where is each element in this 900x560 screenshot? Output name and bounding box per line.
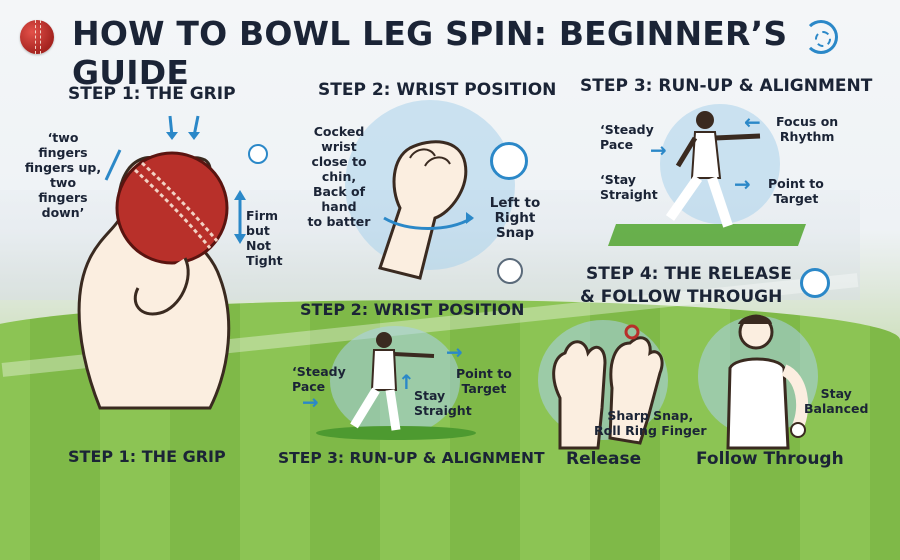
wrist-rotation-arrow (383, 212, 474, 230)
steady-arrow: → (650, 138, 667, 162)
cricket-ball-small-icon (497, 258, 523, 284)
spinning-ball-icon (490, 142, 528, 180)
step4-heading-line2: & FOLLOW THROUGH (580, 287, 783, 307)
grip-hand-illustration (77, 151, 231, 410)
point-arrow: → (734, 172, 751, 196)
step4-heading-line1: STEP 4: THE RELEASE (586, 264, 792, 284)
step3-bottom-label: STEP 3: RUN-UP & ALIGNMENT (278, 449, 545, 467)
release-hands-illustration (552, 324, 664, 450)
pitch-mid (316, 426, 476, 440)
page-title: HOW TO BOWL LEG SPIN: BEGINNER’S GUIDE (72, 14, 788, 92)
bowler-figure-top (665, 111, 761, 228)
grip-arrows (104, 115, 246, 244)
follow-through-figure (726, 314, 809, 450)
follow-through-label: Follow Through (696, 449, 844, 469)
step2-mid-heading: STEP 2: WRIST POSITION (300, 300, 525, 319)
focus-arrow: ← (744, 110, 761, 134)
bowler-figure-mid (350, 332, 435, 431)
mid-steady-arrow: → (302, 390, 319, 414)
wrist-hand-illustration (378, 140, 468, 280)
release-label: Release (566, 449, 642, 469)
mid-point-arrow: → (446, 340, 463, 364)
step1-bottom-label: STEP 1: THE GRIP (68, 447, 226, 466)
step3-heading: STEP 3: RUN-UP & ALIGNMENT (580, 76, 873, 96)
mid-straight-arrow: ↑ (398, 370, 415, 394)
step1-heading: STEP 1: THE GRIP (68, 84, 236, 104)
release-snap-note: Sharp Snap,Roll Ring Finger (594, 408, 707, 438)
release-ball-icon (800, 268, 830, 298)
spin-icon (804, 20, 838, 54)
step2-heading: STEP 2: WRIST POSITION (318, 80, 557, 100)
small-ball-icon (248, 144, 268, 164)
cricket-ball-icon (20, 20, 54, 54)
